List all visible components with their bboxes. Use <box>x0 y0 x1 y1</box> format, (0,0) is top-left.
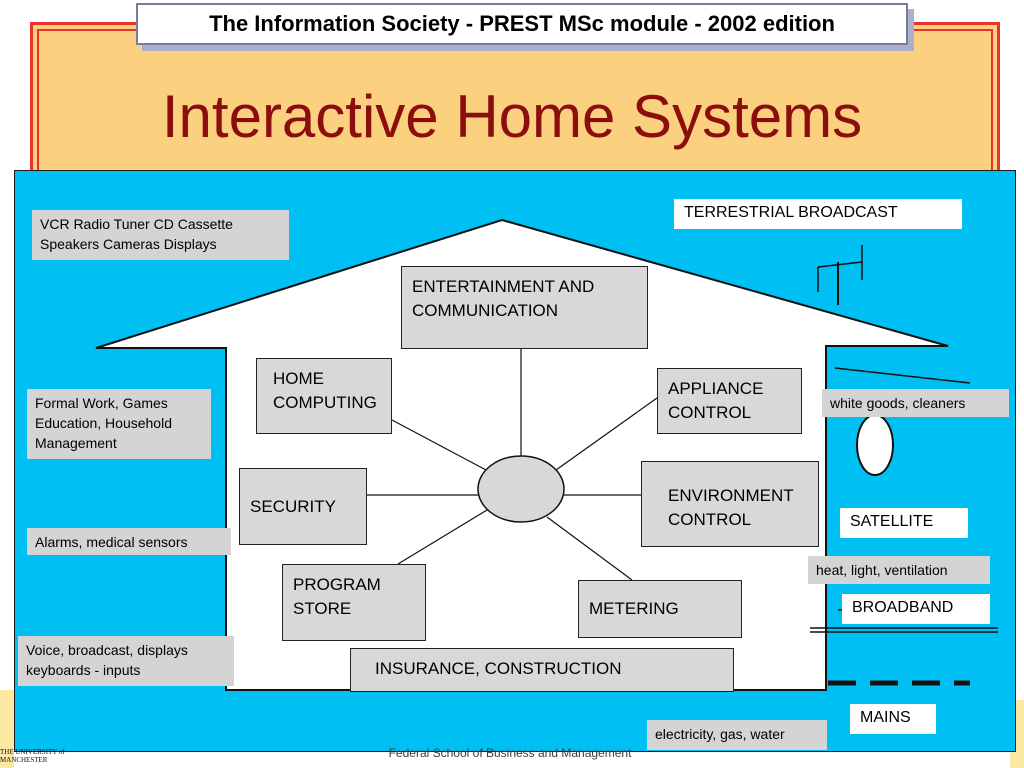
page-title: Interactive Home Systems <box>161 83 863 150</box>
alarms-note: Alarms, medical sensors <box>27 528 231 555</box>
hub-node <box>477 455 565 523</box>
metering-box: METERING <box>578 580 742 638</box>
slide-corner-left <box>0 690 14 768</box>
security-box: SECURITY <box>239 468 367 545</box>
work-note: Formal Work, Games Education, Household … <box>27 389 211 459</box>
antenna-bar <box>817 261 863 268</box>
program-store-box: PROGRAM STORE <box>282 564 426 641</box>
utilities-note: electricity, gas, water <box>647 720 827 750</box>
appliance-control-box: APPLIANCE CONTROL <box>657 368 802 434</box>
spoke-appliance <box>555 397 658 471</box>
top-banner: The Information Society - PREST MSc modu… <box>136 3 908 45</box>
broadband-label: BROADBAND <box>842 594 990 624</box>
satellite-dish <box>856 414 894 476</box>
devices-note: VCR Radio Tuner CD Cassette Speakers Cam… <box>32 210 289 260</box>
spoke-program <box>397 509 488 565</box>
white-goods-note: white goods, cleaners <box>822 389 1009 417</box>
terrestrial-broadcast-label: TERRESTRIAL BROADCAST <box>674 199 962 229</box>
heat-light-note: heat, light, ventilation <box>808 556 990 584</box>
university-logo: THE UNIVERSITY of MANCHESTER <box>0 748 65 764</box>
inputs-note: Voice, broadcast, displays keyboards - i… <box>18 636 234 686</box>
spoke-metering <box>546 516 633 581</box>
entertainment-box: ENTERTAINMENT AND COMMUNICATION <box>401 266 648 349</box>
mains-label: MAINS <box>850 704 936 734</box>
insurance-box: INSURANCE, CONSTRUCTION <box>350 648 734 692</box>
satellite-label: SATELLITE <box>840 508 968 538</box>
footer-school: Federal School of Business and Managemen… <box>388 746 632 760</box>
appliance-wire <box>834 367 971 384</box>
environment-control-box: ENVIRONMENT CONTROL <box>641 461 819 547</box>
home-computing-box: HOME COMPUTING <box>256 358 392 434</box>
spoke-computing <box>391 419 487 471</box>
